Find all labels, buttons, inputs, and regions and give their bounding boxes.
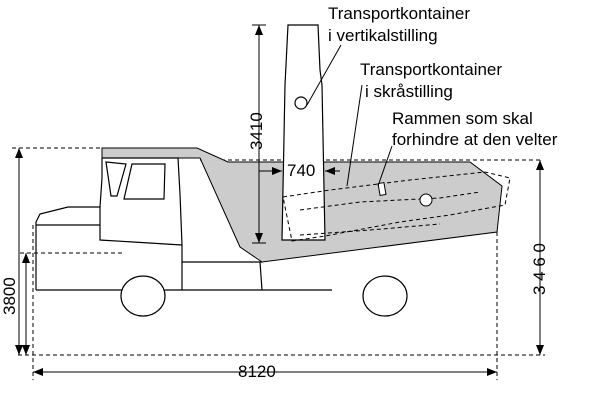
tilted-container-hole <box>419 193 433 207</box>
dim-container-width: 740 <box>287 161 315 180</box>
cab-window-right <box>123 163 166 200</box>
anti-tip-frame <box>377 181 387 197</box>
label-vertical-line1: Transportkontainer <box>328 4 470 23</box>
label-tilted-line2: i skråstilling <box>365 82 453 101</box>
label-frame-line2: forhindre at den velter <box>392 130 558 149</box>
arrowheads <box>15 25 544 376</box>
label-vertical-line2: i vertikalstilling <box>328 26 438 45</box>
dim-overall-height: 3800 <box>0 277 19 315</box>
dashed-reference-lines <box>12 147 545 380</box>
front-wheel <box>120 275 166 317</box>
truck-body <box>35 157 332 291</box>
label-tilted-line1: Transportkontainer <box>360 60 502 79</box>
cab-window-left <box>105 161 127 197</box>
label-frame-line1: Rammen som skal <box>392 109 533 128</box>
dim-overall-length: 8120 <box>238 362 276 381</box>
dim-bed-height: 3 4 6 0 <box>530 243 549 295</box>
dim-container-height: 3410 <box>247 112 266 150</box>
rear-wheel <box>362 275 408 317</box>
vertical-container-hole <box>294 96 308 110</box>
dimension-lines <box>18 24 541 373</box>
vertical-container <box>281 24 326 241</box>
